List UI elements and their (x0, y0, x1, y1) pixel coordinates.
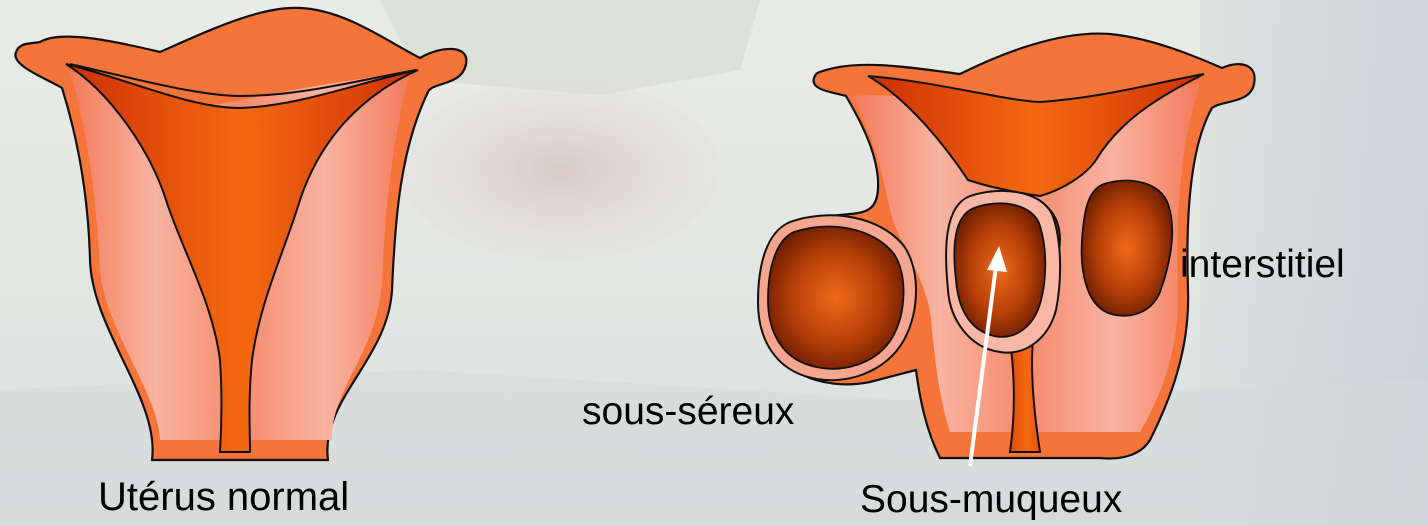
normal-uterus-label: Utérus normal (98, 477, 349, 517)
interstitial-fibroid (1082, 181, 1173, 316)
submucosal-label: Sous-muqueux (860, 480, 1122, 519)
subserosal-fibroid (768, 227, 904, 369)
subserosal-label: sous-séreux (582, 392, 794, 431)
normal-uterus-illustration (15, 8, 466, 460)
interstitial-label: interstitiel (1180, 245, 1345, 284)
